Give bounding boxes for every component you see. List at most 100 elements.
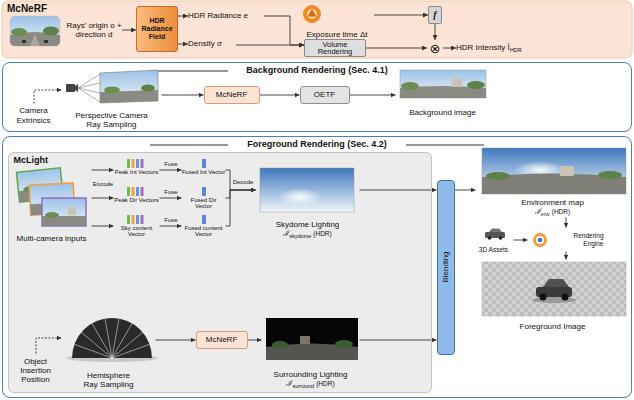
engine-icon (533, 233, 547, 247)
car-icon (488, 236, 492, 240)
vector-node: Fused Dir Vector (182, 185, 226, 211)
node-label: Density σ (188, 39, 222, 48)
perspective-camera (104, 87, 120, 94)
foreground-image (482, 262, 626, 316)
vector-icons (127, 215, 130, 224)
node-label: Background image (409, 108, 476, 117)
connector (178, 16, 188, 17)
panel-fill (8, 152, 432, 393)
exposure-icon (308, 9, 317, 17)
panel-fill (2, 1, 632, 58)
engine-icon (533, 233, 547, 247)
node-label: Peak Dir Vectors (114, 197, 159, 204)
engine-icon (536, 236, 544, 244)
node-label: HDR Radiance Field (137, 17, 177, 40)
connector (178, 44, 188, 45)
environment-map-image (560, 166, 574, 176)
module-panel: McNeRFRays' origin o + direction dHDR Ra… (2, 1, 632, 58)
vector-icons (132, 215, 135, 224)
edge-label: Encode (92, 181, 114, 187)
node-label: Skydome Lighting (276, 220, 340, 229)
node-label: (HDR) (313, 230, 331, 237)
car-icon (485, 229, 505, 240)
vector-icons (132, 159, 135, 168)
node-label: Fused Dir Vector (182, 197, 226, 210)
node-label: HDR Intensity Î (456, 43, 510, 52)
node-label: McNeRF (216, 90, 248, 99)
hemisphere-rays (72, 318, 152, 358)
background-image (467, 81, 485, 89)
sample-ray (112, 344, 150, 358)
perspective-camera (141, 85, 155, 92)
connector (226, 190, 256, 226)
node-label: Rays' origin o + direction d (66, 21, 122, 39)
connector (160, 198, 182, 199)
multi-camera-images (16, 168, 86, 226)
node-label: ℐ (535, 207, 541, 216)
text-line: ℐsurround(HDR) (286, 379, 334, 389)
image-node: Environment mapℐenv(HDR) (476, 146, 630, 218)
skydome-image (260, 168, 354, 212)
icon-node: Rendering Engine (528, 228, 604, 252)
node-label: Surrounding Lighting (274, 370, 348, 379)
camera-ray (78, 74, 100, 88)
vector-icons (127, 159, 130, 168)
environment-map-image (482, 148, 626, 194)
image-node: Background image (396, 66, 490, 118)
node-label: Hemisphere Ray Sampling (81, 371, 137, 389)
camera-ray (78, 88, 100, 102)
vector-icons (136, 187, 139, 196)
panel-fill (2, 1, 632, 393)
vector-icons (136, 215, 139, 224)
image-node: Perspective Camera Ray Sampling (62, 68, 162, 130)
environment-map-image (598, 171, 622, 179)
connector (366, 48, 427, 49)
perspective-camera (100, 70, 158, 103)
text-line: ℐskydome(HDR) (283, 229, 331, 239)
panorama-thumbnail (22, 40, 26, 43)
vector-node: Fused content Vector (182, 213, 226, 239)
node-label: Multi-camera inputs (17, 234, 87, 243)
environment-map-image (486, 172, 510, 180)
node-label: f (433, 10, 436, 20)
connector (92, 170, 114, 171)
output-label: HDR Radiance e (188, 10, 264, 22)
exposure-icon (307, 9, 317, 19)
car-icon (499, 236, 503, 240)
node-label: Rendering Engine (552, 232, 604, 247)
image-node: Skydome Lightingℐskydome(HDR) (256, 166, 360, 240)
process-box: McNeRF (196, 331, 248, 349)
node-label: Perspective Camera Ray Sampling (74, 111, 150, 129)
image-node: Foreground Image (476, 260, 630, 332)
output-label: Density σ (188, 38, 236, 50)
background-image (400, 70, 486, 98)
edge-label: Fuse (163, 189, 178, 195)
exposure-icon (303, 5, 321, 23)
node-label: Foreground Image (520, 322, 586, 331)
node-label: ⊗ (430, 42, 441, 55)
vector-icons (127, 187, 130, 196)
connector (236, 45, 304, 46)
output-label: HDR Intensity ÎHDR (456, 41, 566, 55)
connector (360, 340, 437, 341)
node-label: Blending (441, 251, 450, 282)
connector (226, 170, 256, 190)
header-rule (150, 145, 228, 146)
connector (160, 170, 182, 171)
sample-ray (74, 319, 149, 358)
node-label: Fused content Vector (182, 225, 226, 238)
panel-title: Background Rendering (Sec. 4.1) (242, 65, 392, 75)
connector (455, 190, 476, 191)
node-label: (HDR) (316, 380, 334, 387)
node-label: OETF (314, 90, 335, 99)
surrounding-image (266, 318, 358, 360)
panel-title: McLight (14, 155, 49, 165)
vector-node: Peak Dir Vectors (114, 185, 160, 211)
connector (92, 226, 114, 227)
vector-node: Fused Int Vector (182, 157, 226, 183)
engine-icon (538, 238, 543, 243)
background-image (452, 78, 462, 87)
panel-title: Foreground Rendering (Sec. 4.2) (243, 139, 391, 149)
sample-ray (92, 323, 112, 358)
node-label: 3D Assets (479, 246, 508, 253)
